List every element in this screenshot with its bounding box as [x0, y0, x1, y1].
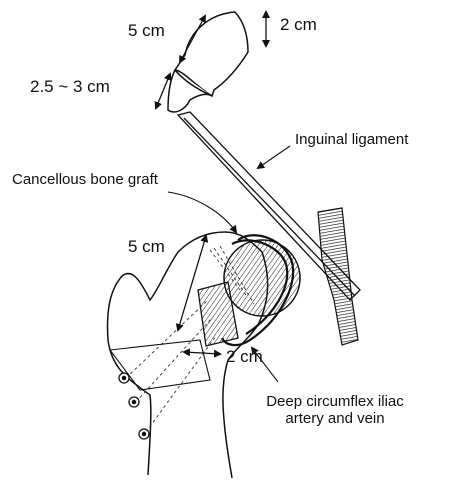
- label-vessels-line2: artery and vein: [230, 411, 440, 428]
- label-graft-length: 5 cm: [128, 22, 165, 41]
- label-window-width: 2 cm: [226, 348, 263, 367]
- bone-window: [224, 240, 300, 316]
- label-cancellous-bone-graft: Cancellous bone graft: [12, 172, 158, 189]
- femoral-vessels: [318, 208, 358, 345]
- label-inguinal-ligament: Inguinal ligament: [295, 132, 408, 149]
- label-graft-height: 2 cm: [280, 16, 317, 35]
- label-vessels: Deep circumflex iliac artery and vein: [230, 394, 440, 427]
- label-window-length: 5 cm: [128, 238, 165, 257]
- label-graft-depth: 2.5 ~ 3 cm: [30, 78, 110, 97]
- label-vessels-line1: Deep circumflex iliac: [230, 394, 440, 411]
